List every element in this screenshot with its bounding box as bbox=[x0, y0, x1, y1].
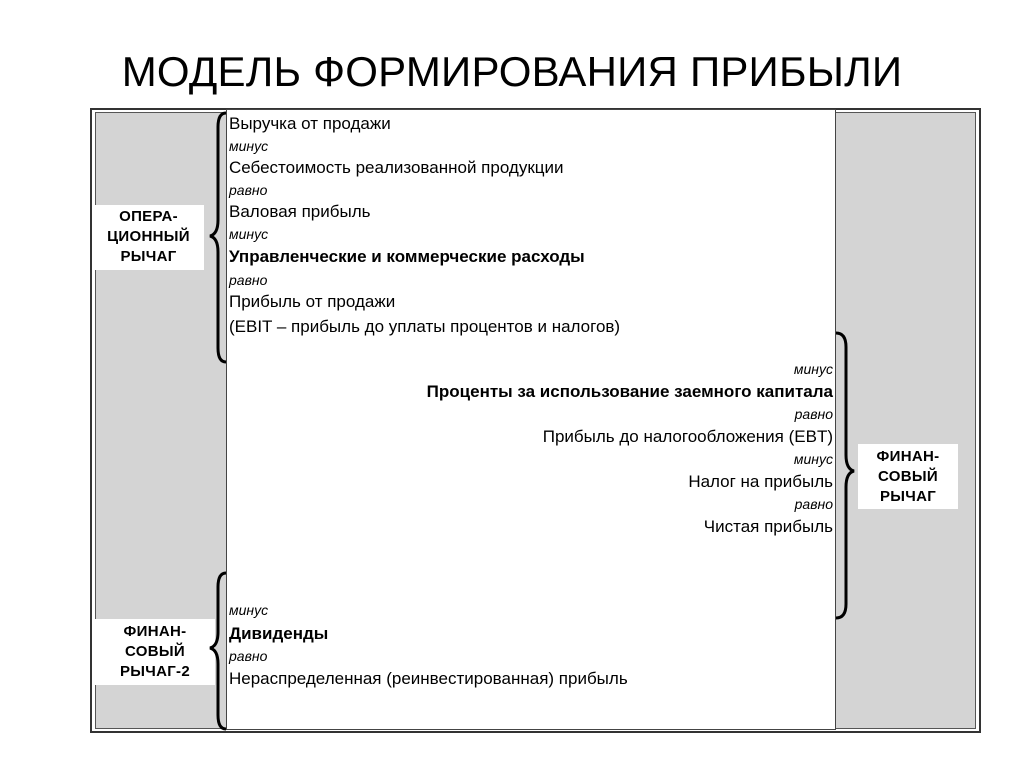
financial-leverage-2-label: ФИНАН- СОВЫЙ РЫЧАГ-2 bbox=[95, 619, 215, 685]
dividends-text: Дивиденды bbox=[229, 624, 329, 643]
label-line: ФИНАН- bbox=[123, 623, 187, 640]
label-line: ФИНАН- bbox=[876, 448, 940, 465]
admin-selling-expenses-text: Управленческие и коммерческие расходы bbox=[229, 247, 585, 266]
label-line: СОВЫЙ bbox=[878, 468, 938, 485]
equals-text: равно bbox=[229, 182, 268, 198]
page-title: МОДЕЛЬ ФОРМИРОВАНИЯ ПРИБЫЛИ bbox=[121, 48, 903, 95]
net-profit-text: Чистая прибыль bbox=[703, 517, 833, 536]
label-line: РЫЧАГ bbox=[879, 488, 937, 505]
gross-profit-text: Валовая прибыль bbox=[229, 202, 371, 221]
label-line: ЦИОННЫЙ bbox=[107, 228, 190, 245]
ebt-text: Прибыль до налогообложения (EBT) bbox=[542, 427, 833, 446]
equals-text: равно bbox=[794, 496, 833, 512]
minus-text: минус bbox=[229, 226, 269, 242]
revenue-text: Выручка от продажи bbox=[229, 114, 391, 133]
cost-of-sales-text: Себестоимость реализованной продукции bbox=[229, 158, 564, 177]
equals-text: равно bbox=[229, 648, 268, 664]
financial-2-brace-icon bbox=[209, 571, 227, 731]
operating-profit-text: Прибыль от продажи bbox=[229, 292, 396, 311]
center-panel bbox=[226, 109, 836, 730]
minus-text: минус bbox=[793, 451, 833, 467]
retained-earnings-text: Нераспределенная (реинвестированная) при… bbox=[229, 669, 628, 688]
label-line: РЫЧАГ-2 bbox=[119, 663, 190, 680]
label-line: РЫЧАГ bbox=[120, 248, 177, 265]
financial-brace-icon bbox=[835, 331, 855, 620]
equals-text: равно bbox=[794, 406, 833, 422]
ebit-text: (EBIT – прибыль до уплаты процентов и на… bbox=[229, 317, 621, 336]
interest-expense-text: Проценты за использование заемного капит… bbox=[426, 382, 833, 401]
minus-text: минус bbox=[229, 602, 269, 618]
minus-text: минус bbox=[229, 138, 269, 154]
equals-text: равно bbox=[229, 272, 268, 288]
label-line: СОВЫЙ bbox=[125, 643, 185, 660]
operating-brace-icon bbox=[209, 111, 227, 364]
operating-leverage-label: ОПЕРА- ЦИОННЫЙ РЫЧАГ bbox=[93, 205, 204, 270]
label-line: ОПЕРА- bbox=[119, 208, 178, 225]
right-column bbox=[836, 113, 975, 728]
financial-leverage-label: ФИНАН- СОВЫЙ РЫЧАГ bbox=[858, 444, 958, 509]
income-tax-text: Налог на прибыль bbox=[688, 472, 833, 491]
minus-text: минус bbox=[793, 361, 833, 377]
